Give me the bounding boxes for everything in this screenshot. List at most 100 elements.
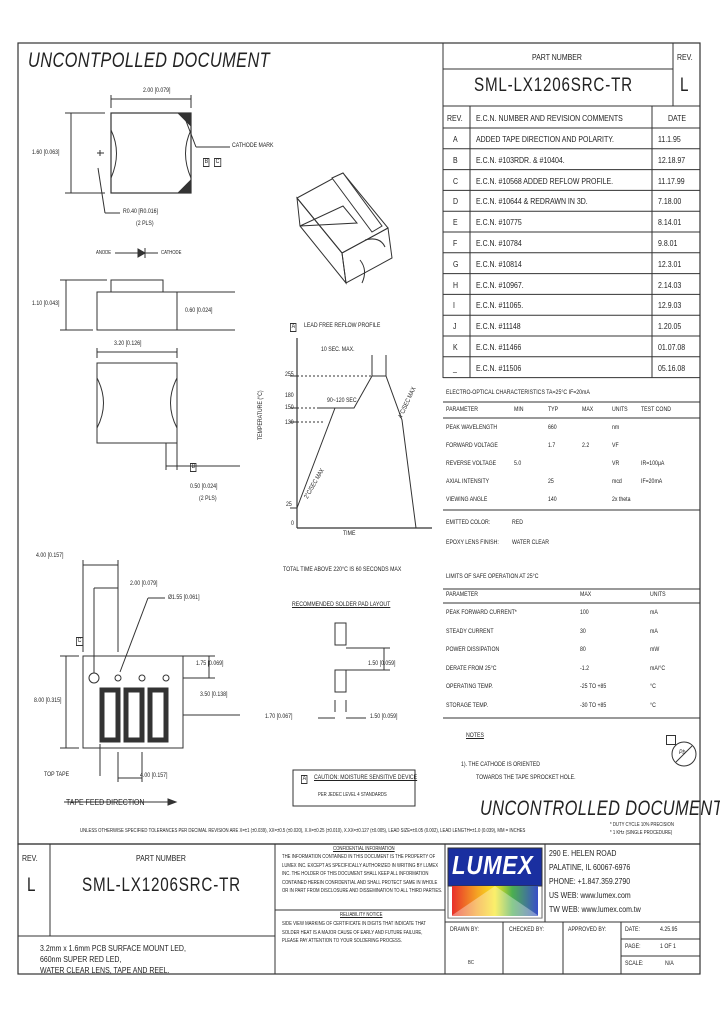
pad-layout-title: RECOMMENDED SOLDER PAD LAYOUT — [292, 601, 391, 608]
confidential-line: THE INFORMATION CONTAINED IN THIS DOCUME… — [282, 854, 436, 860]
revision-comment: E.C.N. #103RDR. & #10404. — [476, 154, 565, 165]
revision-comment: E.C.N. #10775 — [476, 217, 522, 228]
eo-cell: 140 — [548, 496, 557, 503]
emitted-color-label: EMITTED COLOR: — [446, 519, 491, 526]
tape-dim-1-75: 1.75 [0.069] — [196, 660, 224, 667]
lumex-logo: LUMEX — [452, 850, 534, 880]
limits-cell: 30 — [580, 627, 586, 635]
note-1b: TOWARDS THE TAPE SPROCKET HOLE. — [476, 774, 576, 781]
eo-cell: 25 — [548, 478, 554, 485]
limits-cell: mA — [650, 609, 658, 616]
profile-10sec: 10 SEC. MAX. — [321, 346, 355, 353]
note-box-icon — [666, 735, 676, 745]
tick-150: 150 — [285, 404, 294, 411]
tb-rev-label: REV. — [22, 853, 38, 863]
confidential-line: LUMEX INC. EXCEPT AS SPECIFICALLY AUTHOR… — [282, 862, 439, 869]
profile-total-time: TOTAL TIME ABOVE 220°C IS 60 SECONDS MAX — [283, 566, 402, 573]
revision-rev: C — [453, 175, 459, 186]
epoxy-label: EPOXY LENS FINISH: — [446, 539, 499, 546]
caution-sub: PER JEDEC LEVEL 4 STANDARDS — [318, 792, 387, 798]
anode-label: ANODE — [96, 250, 112, 256]
tick-255: 255 — [285, 371, 294, 378]
note-1: 1). THE CATHODE IS ORIENTED — [461, 761, 540, 768]
revision-date: 1.20.05 — [658, 321, 682, 332]
tolerance-note: UNLESS OTHERWISE SPECIFIED TOLERANCES PE… — [80, 828, 526, 834]
confidential-title: CONFIDENTIAL INFORMATION — [333, 846, 395, 852]
eo-header: PARAMETER — [446, 406, 478, 413]
reliability-title: RELIABILITY NOTICE — [340, 912, 383, 918]
description-line: 3.2mm x 1.6mm PCB SURFACE MOUNT LED, — [40, 943, 186, 953]
revision-rev: D — [453, 196, 459, 207]
caution-title: CAUTION: MOISTURE SENSITIVE DEVICE — [314, 774, 418, 781]
revision-comment: E.C.N. #11466 — [476, 342, 522, 352]
address-line: PHONE: +1.847.359.2790 — [549, 876, 631, 886]
limits-cell: °C — [650, 701, 656, 709]
eo-cell: REVERSE VOLTAGE — [446, 460, 497, 467]
revision-date: 12.18.97 — [658, 154, 686, 165]
revision-rev: J — [453, 321, 457, 332]
confidential-line: OR IN PART FROM DISCLOSURE AND DISSEMINA… — [282, 888, 443, 894]
limits-cell: mW — [650, 646, 660, 653]
limits-cell: DERATE FROM 25°C — [446, 664, 497, 672]
address-line: PALATINE, IL 60067-6976 — [549, 862, 631, 872]
revision-date: 12.9.03 — [658, 300, 682, 311]
notes-label: NOTES — [466, 732, 484, 739]
tb-part-label: PART NUMBER — [136, 853, 186, 863]
revision-rev: B — [453, 154, 458, 165]
profile-x-label: TIME — [343, 530, 356, 537]
callout-a-2: A — [301, 775, 308, 784]
limits-cell: mA/°C — [650, 664, 666, 672]
drawn-by: BC — [468, 960, 474, 966]
tape-dim-3-50: 3.50 [0.138] — [200, 691, 228, 698]
eo-cell: 660 — [548, 424, 557, 431]
eo-header: MAX — [582, 406, 594, 413]
revision-comment: E.C.N. #10784 — [476, 238, 522, 248]
dim-1-60: 1.60 [0.063] — [32, 149, 60, 156]
page-label: PAGE: — [625, 943, 641, 950]
eo-cell: mcd — [612, 478, 622, 485]
eo-header: UNITS — [612, 406, 628, 413]
callout-b: B — [203, 158, 210, 167]
tape-feed-direction: TAPE FEED DIRECTION — [66, 797, 145, 807]
eo-cell: nm — [612, 424, 620, 431]
emitted-color: RED — [512, 519, 523, 526]
eo-cell: 5.0 — [514, 460, 522, 467]
cathode-mark-label: CATHODE MARK — [232, 142, 274, 149]
part-number: SML-LX1206SRC-TR — [474, 75, 633, 96]
tb-part: SML-LX1206SRC-TR — [82, 875, 241, 896]
revision-date: 11.17.99 — [658, 175, 685, 186]
limits-footnote-a: * DUTY CYCLE 10% PRECISION — [610, 822, 674, 828]
callout-a: A — [290, 323, 297, 332]
limits-cell: °C — [650, 683, 656, 690]
revision-date: 8.14.01 — [658, 217, 682, 228]
revision-rev: I — [453, 300, 455, 311]
uncontrolled-stamp-bottom: UNCONTROLLED DOCUMENT — [480, 797, 720, 820]
limits-footnote-b: * 1 KHz (SINGLE PROCEDURE) — [610, 830, 673, 836]
dim-2-pls-b: (2 PLS) — [199, 495, 217, 502]
limits-title: LIMITS OF SAFE OPERATION AT 25°C — [446, 573, 539, 580]
revision-date: 12.3.01 — [658, 258, 682, 269]
eo-cell: FORWARD VOLTAGE — [446, 442, 498, 449]
eo-cell: AXIAL INTENSITY — [446, 478, 490, 485]
revision-rev: E — [453, 217, 458, 228]
tape-dim-2-00: 2.00 [0.079] — [130, 580, 158, 587]
profile-hold: 90~120 SEC — [327, 397, 357, 404]
revision-date: 11.1.95 — [658, 134, 681, 144]
limits-cell: mA — [650, 627, 658, 635]
limits-cell: 80 — [580, 646, 586, 653]
tape-dim-8-00: 8.00 [0.315] — [34, 697, 62, 704]
limits-header: MAX — [580, 591, 592, 598]
limits-cell: OPERATING TEMP. — [446, 683, 493, 690]
reliability-line: SIDE VIEW MARKING OF CERTIFICATE IN DIGI… — [282, 921, 426, 927]
revision-rev: _ — [453, 362, 457, 373]
date-value: 4.25.95 — [660, 926, 678, 933]
dim-2-pls: (2 PLS) — [136, 220, 154, 227]
rev-date-header: DATE — [668, 113, 687, 123]
limits-cell: -25 TO +85 — [580, 683, 607, 690]
dim-1-10: 1.10 [0.043] — [32, 300, 60, 307]
revision-date: 2.14.03 — [658, 279, 682, 290]
tb-rev: L — [27, 875, 37, 896]
profile-y-label: TEMPERATURE (°C) — [257, 390, 264, 440]
eo-title: ELECTRO-OPTICAL CHARACTERISTICS TA=25°C … — [446, 389, 590, 396]
